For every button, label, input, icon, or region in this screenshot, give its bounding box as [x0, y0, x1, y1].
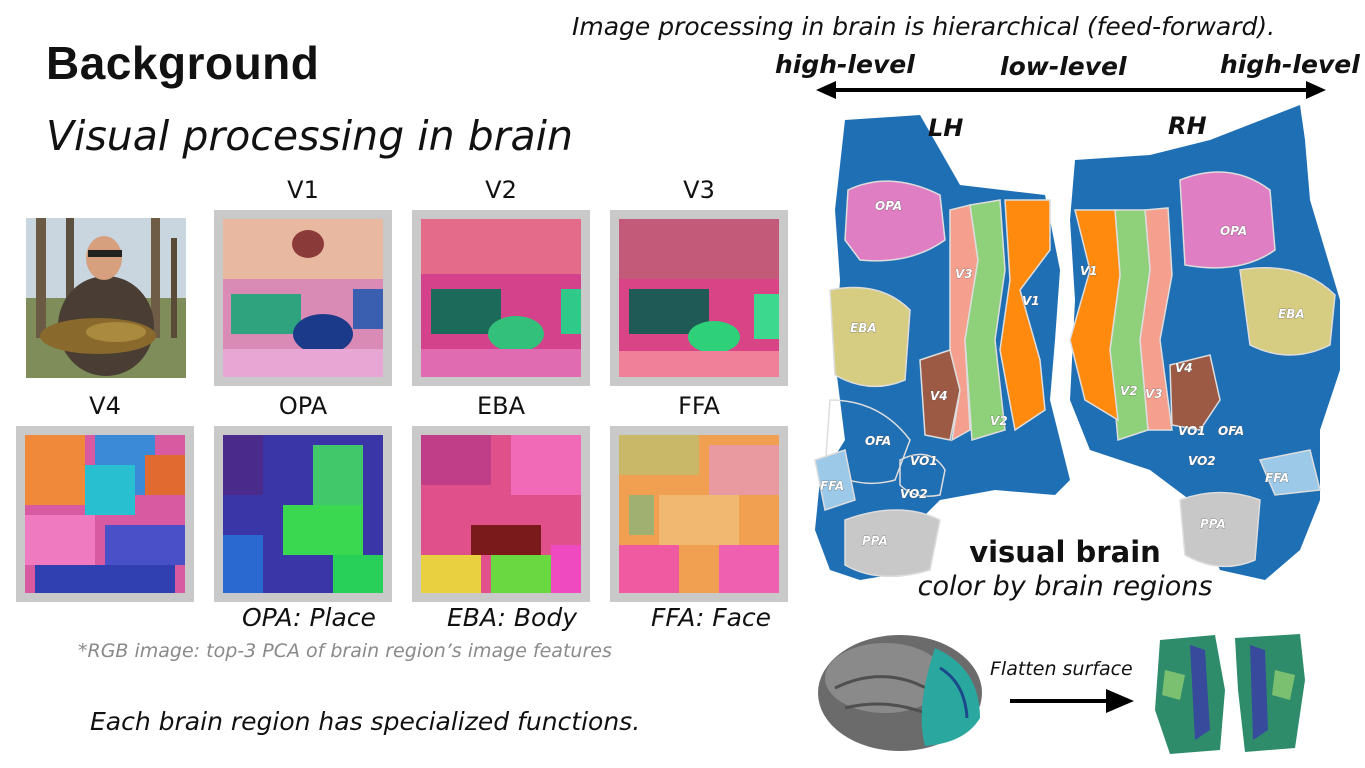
region-label-lh-eba: EBA — [850, 321, 877, 335]
left-hemisphere: OPA EBA V3 V1 V4 V2 OFA VO1 FFA VO2 PPA — [814, 115, 1070, 580]
brain-caption-subtitle: color by brain regions — [917, 571, 1213, 602]
region-label-lh-v4: V4 — [930, 389, 948, 403]
panel-label-v2: V2 — [485, 176, 517, 204]
inflated-brain-illustration — [818, 635, 982, 751]
flatten-surface-label: Flatten surface — [990, 658, 1133, 680]
brain-caption: visual brain color by brain regions — [900, 535, 1230, 602]
right-hemisphere: OPA EBA V1 V4 V2 V3 VO1 OFA VO2 FFA PPA — [1069, 105, 1340, 580]
region-label-rh-ofa: OFA — [1218, 424, 1244, 438]
region-label-rh-vo2: VO2 — [1188, 454, 1216, 468]
region-label-rh-opa: OPA — [1220, 224, 1247, 238]
region-label-lh-v2: V2 — [990, 414, 1008, 428]
flatten-arrow — [1010, 689, 1134, 713]
region-label-rh-v3: V3 — [1145, 387, 1163, 401]
region-label-lh-ffa: FFA — [820, 479, 844, 493]
high-level-right-label: high-level — [1220, 50, 1360, 79]
region-label-lh-opa: OPA — [875, 199, 902, 213]
panel-label-v4: V4 — [89, 392, 121, 420]
region-label-rh-v1: V1 — [1080, 264, 1098, 278]
region-label-rh-ffa: FFA — [1265, 471, 1289, 485]
region-label-rh-vo1: VO1 — [1178, 424, 1206, 438]
panel-v2 — [412, 210, 590, 386]
flattened-surface-illustration — [1155, 634, 1305, 754]
panel-v4 — [16, 426, 194, 602]
region-label-lh-v1: V1 — [1022, 294, 1040, 308]
panel-eba — [412, 426, 590, 602]
region-label-lh-vo1: VO1 — [910, 454, 938, 468]
footnote: *RGB image: top-3 PCA of brain region’s … — [78, 640, 612, 662]
region-label-lh-v3: V3 — [955, 267, 973, 281]
function-ffa-label: FFA: Face — [651, 603, 772, 632]
region-label-rh-eba: EBA — [1278, 307, 1305, 321]
panel-label-v1: V1 — [287, 176, 319, 204]
panel-label-eba: EBA — [476, 392, 526, 420]
function-opa-label: OPA: Place — [242, 603, 376, 632]
slide-title: Background — [46, 37, 320, 89]
panel-ffa — [610, 426, 788, 602]
hierarchy-arrows — [816, 81, 1326, 99]
function-eba-label: EBA: Body — [447, 603, 577, 632]
summary-text: Each brain region has specialized functi… — [90, 707, 641, 736]
brain-caption-title: visual brain — [969, 535, 1161, 569]
right-hemisphere-label: RH — [1168, 112, 1207, 140]
region-label-rh-ppa: PPA — [1200, 517, 1226, 531]
region-label-rh-v2: V2 — [1120, 384, 1138, 398]
region-label-rh-v4: V4 — [1175, 361, 1193, 375]
panel-label-v3: V3 — [683, 176, 715, 204]
hierarchy-note: Image processing in brain is hierarchica… — [572, 12, 1276, 41]
high-level-left-label: high-level — [775, 50, 915, 79]
input-photo — [26, 218, 186, 378]
left-hemisphere-label: LH — [928, 114, 964, 142]
region-label-lh-ppa: PPA — [862, 534, 888, 548]
panel-opa — [214, 426, 392, 602]
slide-subtitle: Visual processing in brain — [46, 112, 574, 160]
region-label-lh-ofa: OFA — [865, 434, 891, 448]
low-level-label: low-level — [1000, 52, 1127, 81]
panel-v1 — [214, 210, 392, 386]
panel-label-ffa: FFA — [678, 392, 720, 420]
flat-brain-map: OPA EBA V3 V1 V4 V2 OFA VO1 FFA VO2 PPA … — [800, 100, 1345, 620]
panel-v3 — [610, 210, 788, 386]
region-label-lh-vo2: VO2 — [900, 487, 928, 501]
panel-label-opa: OPA — [278, 392, 328, 420]
